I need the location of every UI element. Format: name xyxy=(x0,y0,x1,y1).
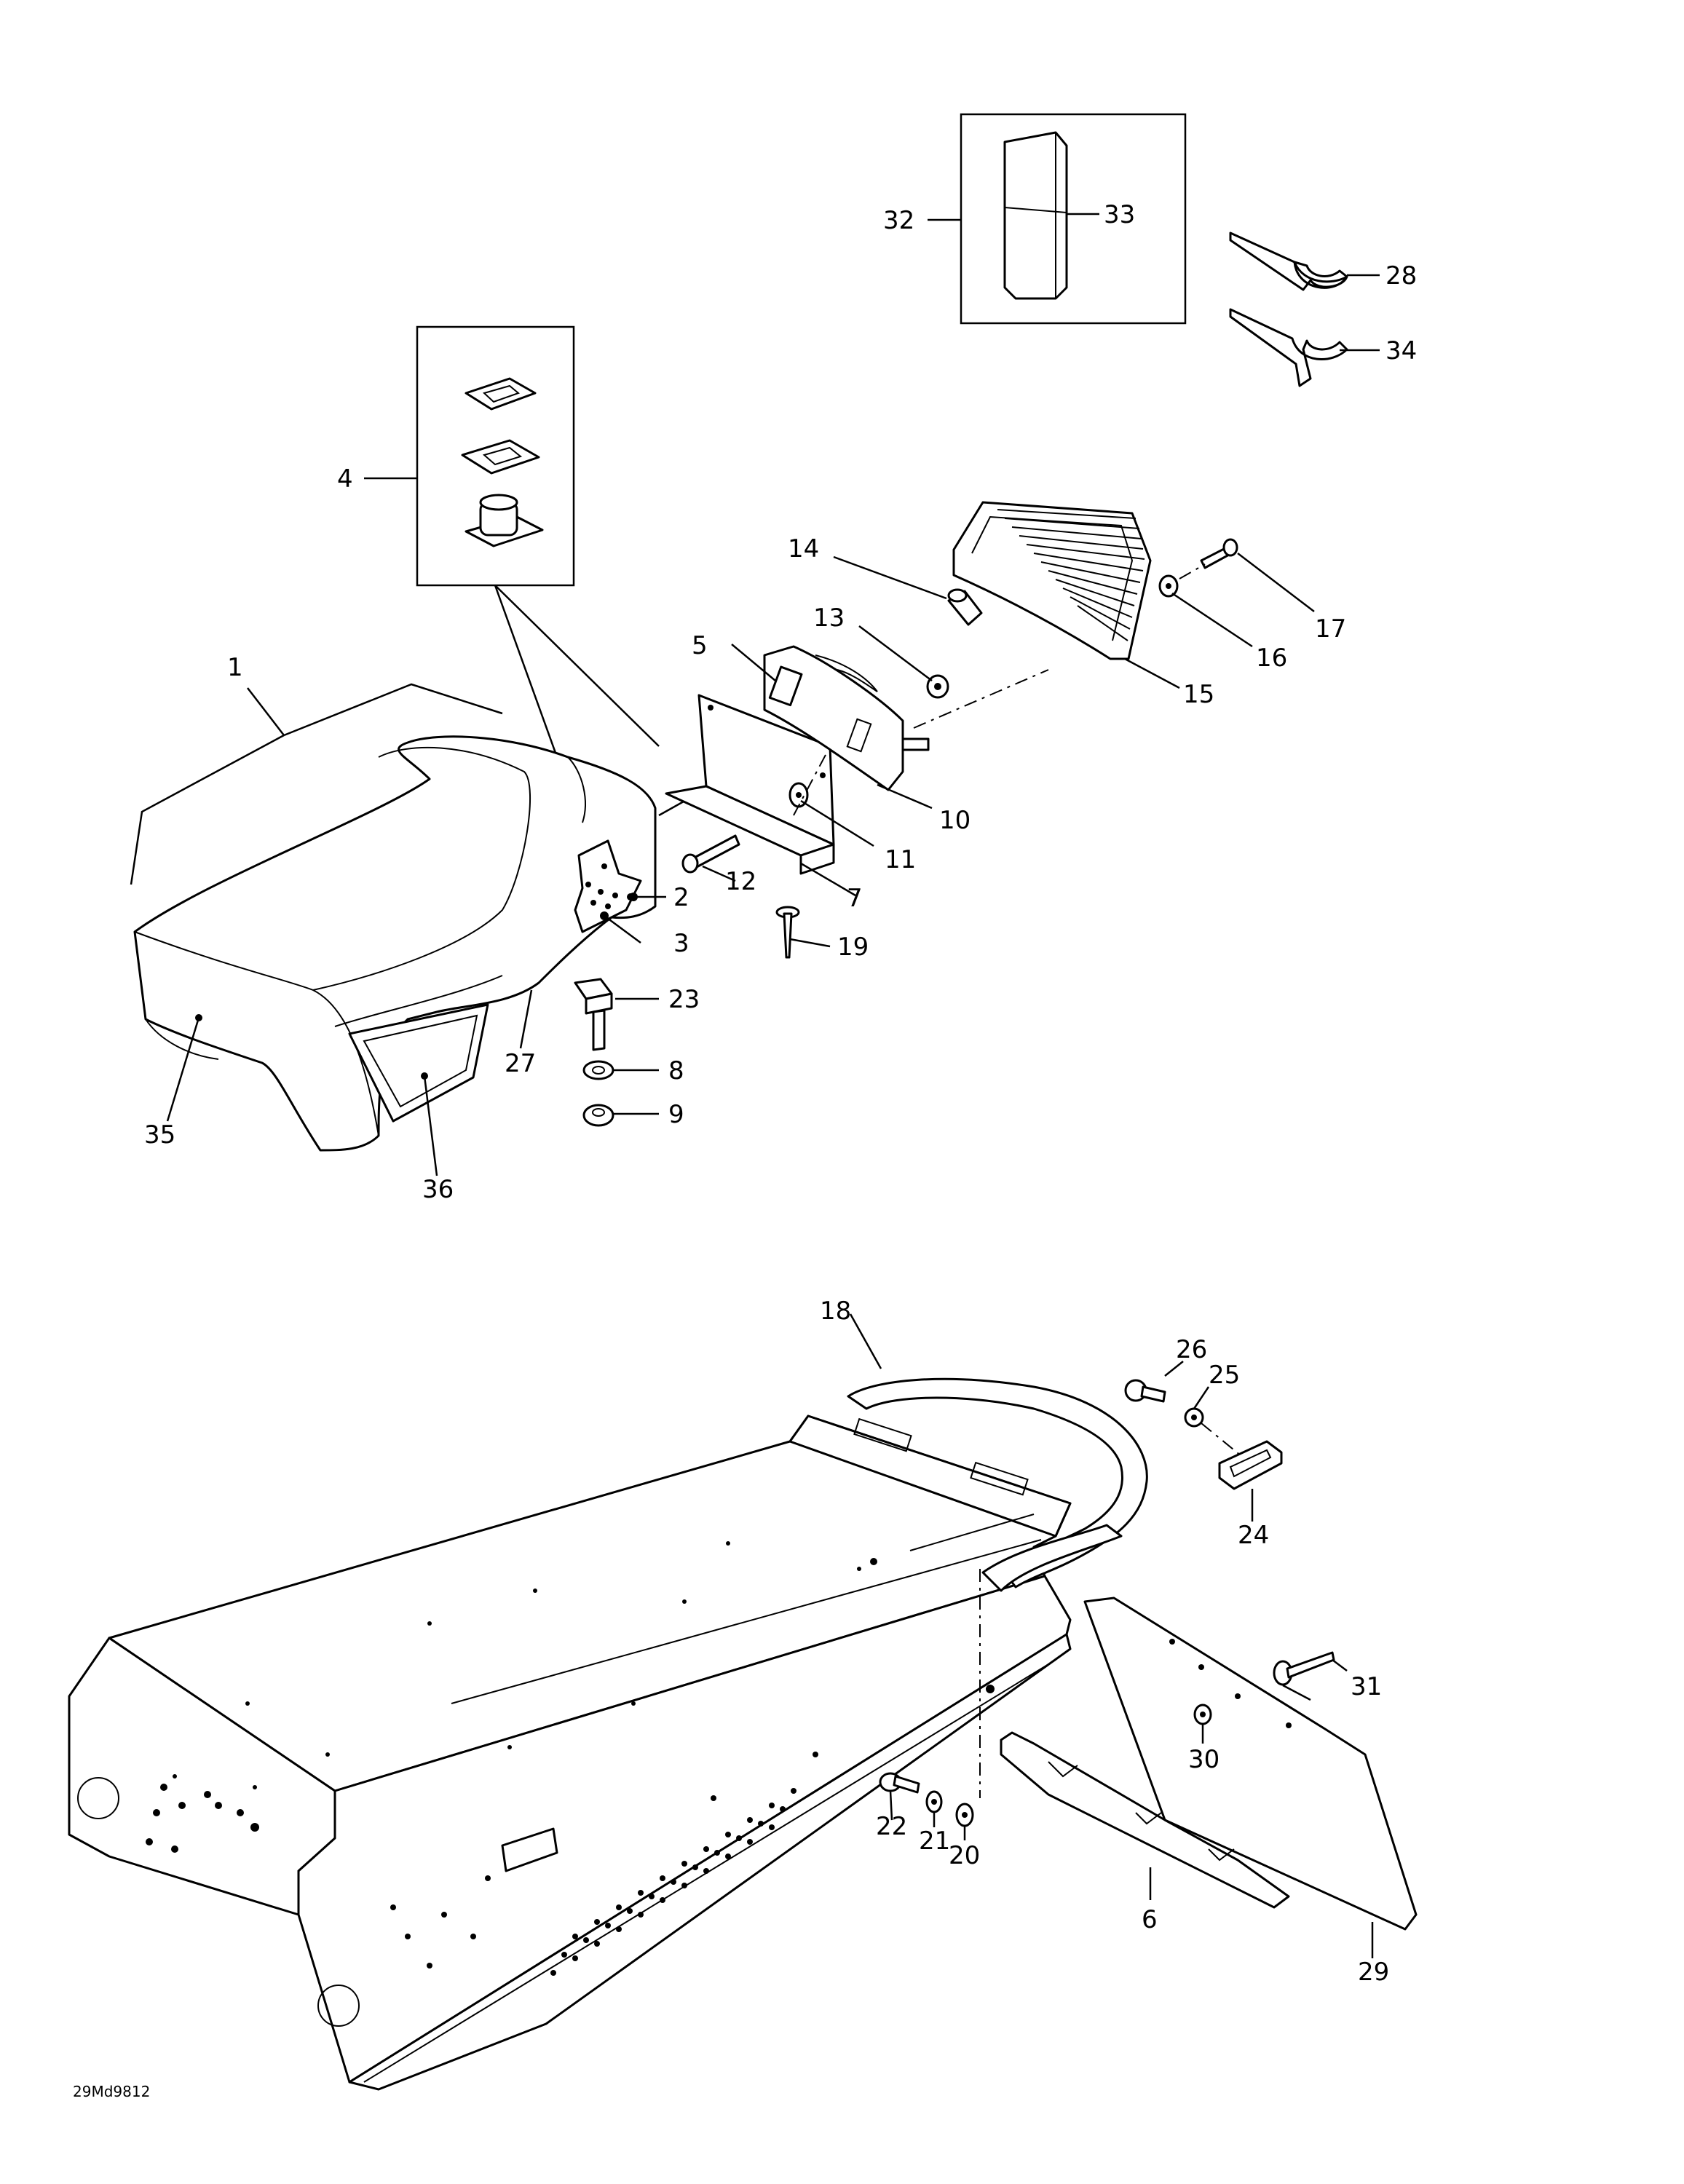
bolt-26 xyxy=(1124,1379,1166,1403)
callout-17: 17 xyxy=(1315,614,1346,644)
nut-13 xyxy=(926,674,949,699)
leader-lines xyxy=(130,213,1380,1958)
callout-8: 8 xyxy=(668,1056,684,1085)
plate-24 xyxy=(1218,1440,1283,1490)
lens-15 xyxy=(952,501,1152,660)
callout-27: 27 xyxy=(505,1049,536,1078)
callout-18: 18 xyxy=(820,1297,851,1326)
grab-handle-18 xyxy=(847,1377,1148,1592)
callout-35: 35 xyxy=(144,1120,175,1150)
bolt-22 xyxy=(879,1772,920,1794)
washer-30 xyxy=(1193,1704,1212,1725)
washer-25 xyxy=(1184,1407,1204,1428)
callout-28: 28 xyxy=(1385,261,1417,290)
screw-17 xyxy=(1200,538,1238,569)
washer-16 xyxy=(1158,574,1179,598)
seat xyxy=(133,735,657,1152)
callout-14: 14 xyxy=(788,534,819,563)
bolt-23 xyxy=(574,978,613,1051)
rivet-19 xyxy=(775,906,800,959)
callout-9: 9 xyxy=(668,1100,684,1129)
callout-10: 10 xyxy=(939,806,971,835)
mud-flap-29 xyxy=(1083,1597,1418,1931)
callout-36: 36 xyxy=(422,1175,454,1204)
callout-23: 23 xyxy=(668,985,700,1014)
callout-24: 24 xyxy=(1238,1521,1269,1550)
callout-32: 32 xyxy=(883,206,914,235)
washer-8 xyxy=(582,1060,614,1080)
inset-box-33 xyxy=(960,113,1187,325)
callout-33: 33 xyxy=(1104,200,1135,229)
callout-16: 16 xyxy=(1256,644,1287,673)
callout-1: 1 xyxy=(227,653,243,682)
callout-22: 22 xyxy=(876,1812,907,1841)
callout-19: 19 xyxy=(837,933,869,962)
callout-26: 26 xyxy=(1176,1335,1207,1364)
callout-3: 3 xyxy=(673,929,689,958)
assembly-line-24 xyxy=(1201,1423,1242,1457)
callout-29: 29 xyxy=(1358,1958,1389,1987)
callout-2: 2 xyxy=(673,883,689,912)
callout-labels: 1 2 3 4 5 6 7 8 9 10 11 12 13 14 15 16 1… xyxy=(73,200,1417,2100)
lamp-housing-10 xyxy=(763,645,930,791)
callout-4: 4 xyxy=(337,464,353,494)
drawing-code: 29Md9812 xyxy=(73,2083,150,2100)
callout-21: 21 xyxy=(919,1827,950,1856)
callout-5: 5 xyxy=(692,631,708,660)
inset-box-4 xyxy=(416,325,575,587)
callout-34: 34 xyxy=(1385,336,1417,365)
tunnel-chassis xyxy=(68,1415,1072,2091)
rivet-31 xyxy=(1273,1651,1335,1686)
callout-31: 31 xyxy=(1351,1672,1382,1701)
callout-30: 30 xyxy=(1188,1745,1219,1774)
wrench-28 xyxy=(1229,232,1348,291)
callout-13: 13 xyxy=(813,604,845,633)
callout-20: 20 xyxy=(949,1841,980,1870)
bulb-14 xyxy=(947,588,983,626)
callout-15: 15 xyxy=(1183,680,1214,709)
washer-20 xyxy=(955,1803,974,1827)
washer-21 xyxy=(925,1790,943,1813)
callout-7: 7 xyxy=(847,884,863,913)
assembly-lines-top xyxy=(793,563,1206,816)
nut-9 xyxy=(582,1104,614,1127)
callout-11: 11 xyxy=(885,845,916,874)
callout-25: 25 xyxy=(1209,1361,1240,1390)
wrench-34 xyxy=(1229,308,1348,387)
callout-12: 12 xyxy=(725,867,756,896)
callout-6: 6 xyxy=(1142,1905,1158,1934)
reinforcement-6 xyxy=(1000,1731,1290,1909)
screw-12 xyxy=(681,834,740,874)
